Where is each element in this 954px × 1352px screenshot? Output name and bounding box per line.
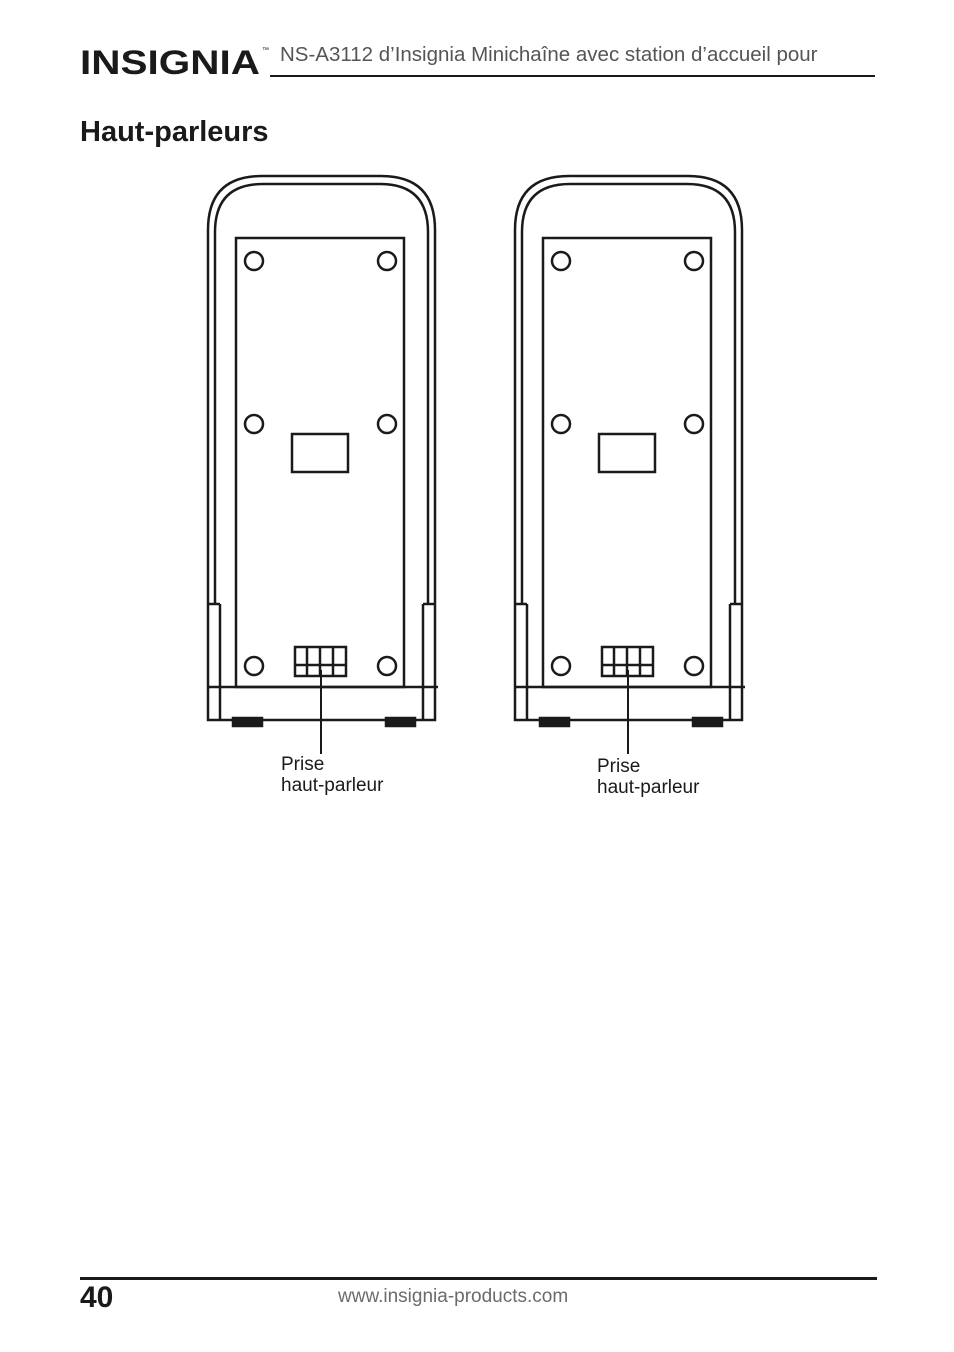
speaker-right (513, 174, 745, 754)
speaker-left-label-plate (290, 432, 350, 474)
screw-hole (550, 655, 572, 677)
footer-rule (80, 1277, 877, 1280)
screw-hole (683, 250, 705, 272)
speaker-right-inner-shell (520, 182, 737, 604)
callout-speaker-jack-right: Prise haut-parleur (597, 756, 699, 798)
insignia-logo: INSIGNIA ™ (80, 44, 269, 82)
speaker-right-back-plate (541, 236, 713, 689)
speaker-right-label-plate (597, 432, 657, 474)
speaker-foot (384, 716, 417, 728)
screw-hole (683, 655, 705, 677)
logo-wordmark: INSIGNIA (80, 44, 260, 82)
speaker-left-inner-shell (213, 182, 430, 604)
logo-trademark: ™ (262, 47, 269, 54)
screw-hole (550, 250, 572, 272)
callout-line-2: haut-parleur (597, 777, 700, 798)
speakers-illustration (206, 174, 745, 754)
callout-line-1: Prise (281, 754, 325, 775)
speaker-right-outer-shell (513, 174, 744, 722)
screw-hole (243, 250, 265, 272)
screw-hole (376, 655, 398, 677)
footer-url: www.insignia-products.com (338, 1286, 569, 1307)
header-rule (270, 75, 875, 77)
speaker-left-back-plate (234, 236, 406, 689)
screw-hole (550, 413, 572, 435)
speaker-left-outer-shell (206, 174, 437, 722)
callout-line-2: haut-parleur (281, 775, 384, 796)
speaker-left (206, 174, 438, 754)
screw-hole (376, 250, 398, 272)
screw-hole (243, 655, 265, 677)
page-number: 40 (80, 1281, 114, 1314)
speaker-foot (231, 716, 264, 728)
speaker-foot (538, 716, 571, 728)
section-title: Haut-parleurs (80, 116, 269, 148)
header-title: NS-A3112 d’Insignia Minichaîne avec stat… (280, 43, 818, 66)
screw-hole (243, 413, 265, 435)
screw-hole (376, 413, 398, 435)
screw-hole (683, 413, 705, 435)
callout-speaker-jack-left: Prise haut-parleur (281, 754, 383, 796)
callout-line-1: Prise (597, 756, 641, 777)
speaker-foot (691, 716, 724, 728)
